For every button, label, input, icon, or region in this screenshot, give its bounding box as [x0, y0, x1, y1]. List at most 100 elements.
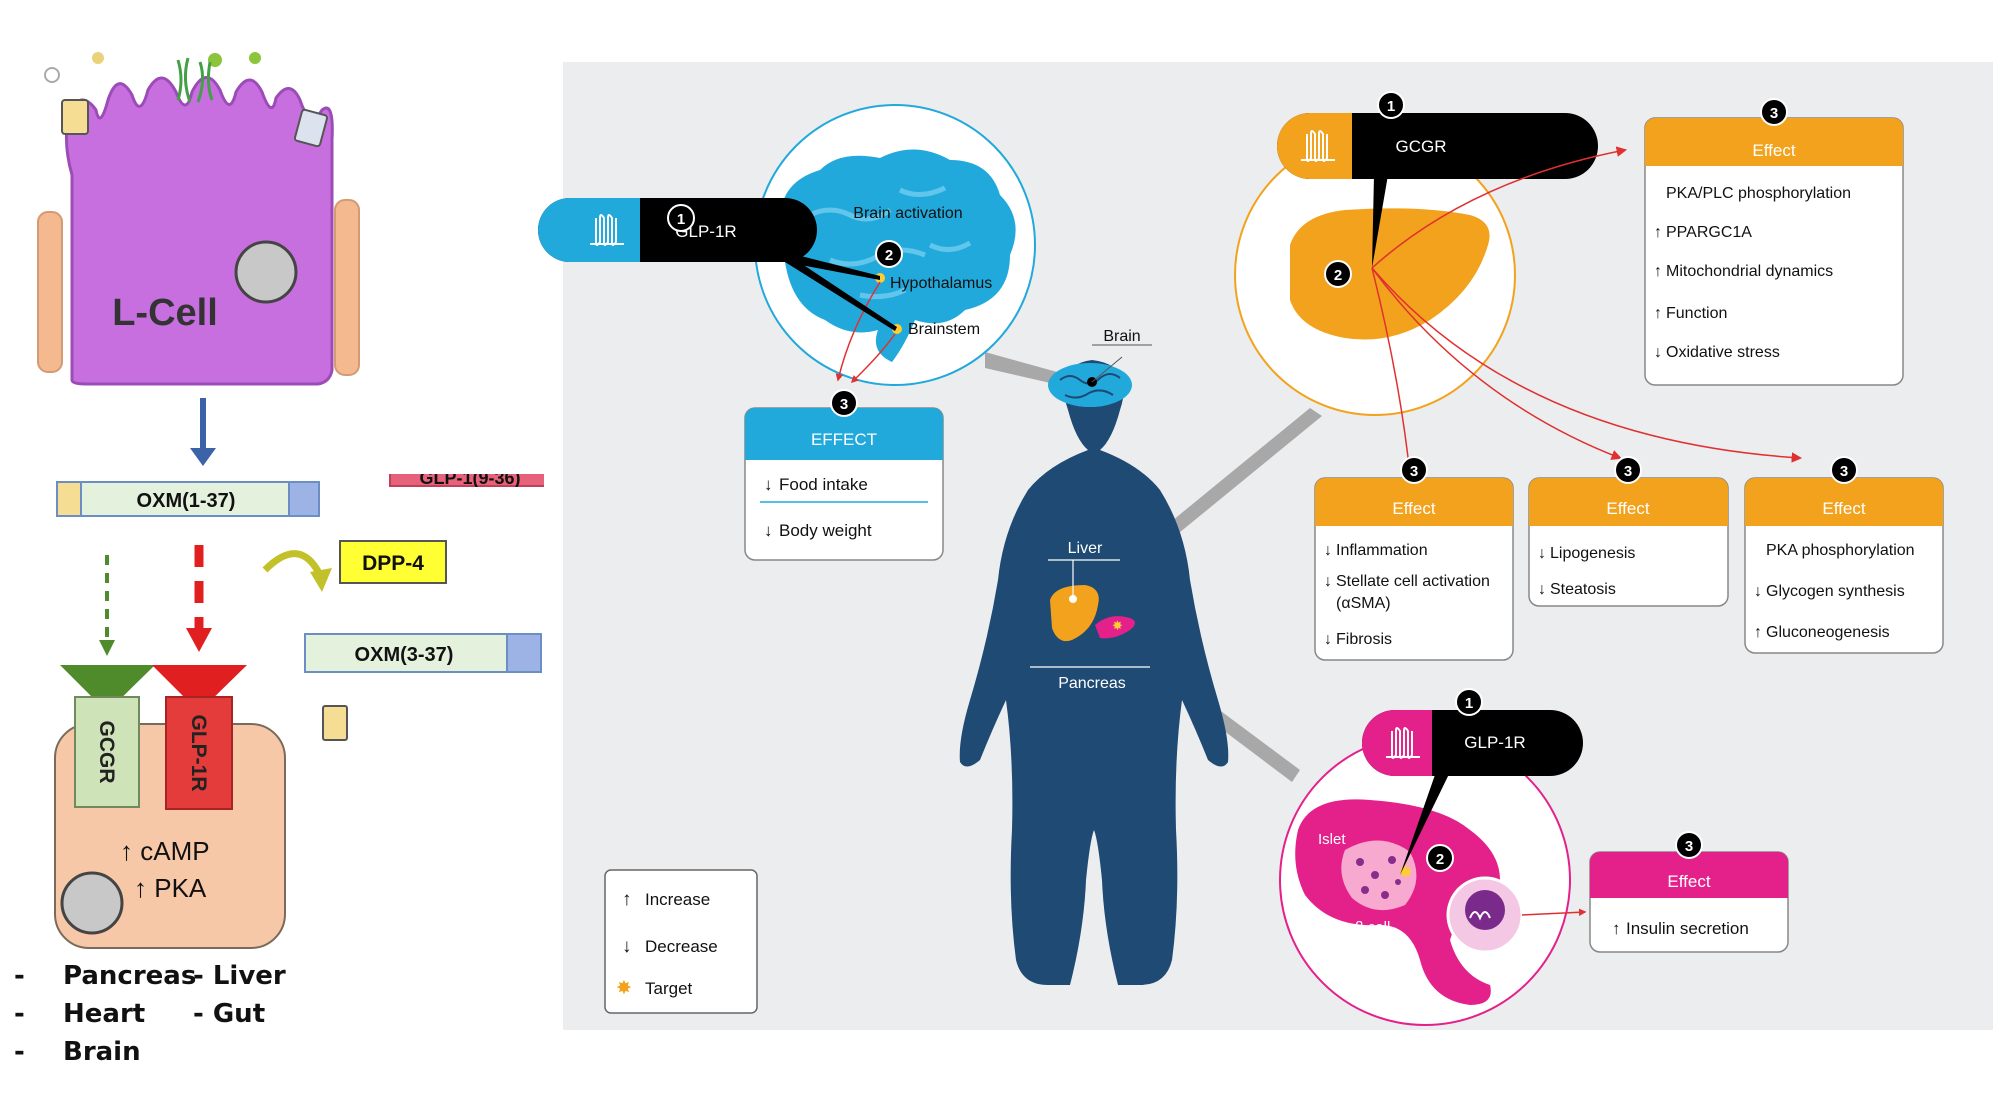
l-cell-label: L-Cell	[112, 292, 218, 334]
granule-yellow	[61, 99, 89, 135]
badge-1-text: 1	[1387, 98, 1395, 115]
effect-arrow: ↑	[1654, 305, 1662, 322]
legend-decrease-arrow: ↓	[622, 936, 632, 957]
brain-receptor-cap	[538, 198, 640, 262]
tissue-item: Pancreas	[63, 961, 197, 991]
dpp4-box	[339, 540, 447, 584]
liver-effect-a-list: ↓Inflammation↓Stellate cell activation(α…	[1324, 542, 1490, 648]
effect-item: Gluconeogenesis	[1766, 624, 1890, 641]
beta-cell-label: β cell	[1355, 919, 1390, 936]
brain-effect-header	[745, 408, 943, 460]
effect-item: Inflammation	[1336, 542, 1428, 559]
granule-dot	[208, 53, 222, 67]
tissue-dash: -	[14, 1037, 25, 1067]
brain-effect-1: Food intake	[779, 475, 868, 494]
dpp4-curved-arrow	[262, 550, 324, 577]
liver-effect-c-list: PKA phosphorylation↓Glycogen synthesis↑G…	[1754, 542, 1915, 641]
effect-item: (αSMA)	[1336, 595, 1391, 612]
badge-2	[875, 240, 903, 268]
glp1r-label: GLP-1R	[187, 714, 210, 791]
pancreas-effect-arrow: ↑	[1612, 919, 1621, 938]
pancreas-effect-arrow	[1521, 908, 1587, 917]
effect-arrow: ↓	[1324, 573, 1332, 590]
body-liver	[1050, 585, 1099, 642]
liver-effect-a-header	[1315, 478, 1513, 526]
oxm-full-bar-left-cap	[56, 481, 82, 517]
liver-effect-c-header	[1745, 478, 1943, 526]
granule-grey	[293, 108, 329, 148]
legend-target-icon: ✸	[616, 978, 632, 999]
target-cell-nucleus	[60, 871, 124, 935]
brain-pointer	[785, 252, 880, 280]
legend-increase-arrow: ↑	[622, 889, 632, 910]
liver-effect-top-title: Effect	[1752, 141, 1795, 160]
brain-effect-arrow-2: ↓	[764, 521, 773, 540]
badge-1-text: 1	[677, 211, 685, 228]
legend-box	[604, 869, 758, 1014]
glp1r-receptor-head	[152, 665, 247, 712]
badge-1	[667, 204, 695, 232]
liver-effect-b-title: Effect	[1606, 499, 1649, 518]
badge-2-text: 2	[885, 247, 893, 264]
badge-2	[1324, 260, 1352, 288]
pancreas-effect-item: Insulin secretion	[1626, 919, 1749, 938]
brain-activation-label: Brain activation	[853, 205, 962, 222]
pancreas-effect-header	[1590, 852, 1788, 898]
legend-decrease-label: Decrease	[645, 937, 718, 956]
secretion-arrow-head	[190, 448, 216, 466]
badge-3-text: 3	[1624, 463, 1632, 480]
effect-item: Lipogenesis	[1550, 545, 1635, 562]
tissue-item: Heart	[63, 999, 146, 1029]
tissue-item: - Gut	[193, 999, 266, 1029]
l-cell-body	[64, 76, 334, 386]
body-target-icon: ✸	[1112, 618, 1123, 633]
islet-label: Islet	[1318, 831, 1346, 848]
body-liver-label: Liver	[1068, 540, 1103, 557]
oxm-full-bar-right-cap	[288, 481, 320, 517]
liver-effect-arrows	[1371, 146, 1803, 478]
brain-effect-title: EFFECT	[811, 430, 877, 449]
effect-arrow: ↑	[1654, 224, 1662, 241]
brainstem-label: Brainstem	[908, 321, 980, 338]
pancreas-effect-title: Effect	[1667, 872, 1710, 891]
badge-1	[1455, 688, 1483, 716]
gcgr-dashed-arrow-head	[99, 640, 115, 656]
oxm-cleaved-bar-right-cap	[506, 633, 542, 673]
badge-3	[1614, 456, 1642, 484]
liver-effect-a-title: Effect	[1392, 499, 1435, 518]
body-pancreas	[1095, 616, 1135, 639]
receptor-coil-icon	[590, 214, 624, 246]
gcgr-receptor	[74, 696, 140, 808]
islet-cells	[1356, 856, 1401, 899]
l-cell-nucleus	[234, 240, 298, 304]
pka-label: ↑ PKA	[134, 873, 207, 903]
granule-dot	[249, 52, 261, 64]
effect-item: Stellate cell activation	[1336, 573, 1490, 590]
effect-arrow: ↑	[1654, 263, 1662, 280]
oxm-cleaved-label: OXM(3-37)	[355, 644, 454, 666]
neighbour-cell-right	[334, 199, 360, 376]
pancreas-target-icon: ✸	[1398, 862, 1413, 882]
hypothalamus-label: Hypothalamus	[890, 275, 992, 292]
badge-3	[1675, 831, 1703, 859]
liver-receptor-pill	[1277, 113, 1598, 179]
badge-3-text: 3	[840, 396, 848, 413]
effect-arrow: ↑	[1754, 624, 1762, 641]
camp-label: ↑ cAMP	[120, 836, 210, 866]
svg-text:GLP-1(9-36): GLP-1(9-36)	[419, 468, 520, 488]
effect-arrow: ↓	[1754, 583, 1762, 600]
pancreas-pointer	[1400, 772, 1450, 875]
gcgr-label: GCGR	[95, 721, 118, 784]
liver-receptor-label: GCGR	[1396, 137, 1447, 156]
effect-item: PPARGC1A	[1666, 224, 1752, 241]
pancreas-receptor-label: GLP-1R	[1464, 733, 1525, 752]
neighbour-cell-left	[37, 211, 63, 373]
badge-3-text: 3	[1410, 463, 1418, 480]
human-body	[959, 360, 1229, 985]
effect-item: Oxidative stress	[1666, 344, 1780, 361]
liver-illustration	[1290, 208, 1490, 340]
badge-2-text: 2	[1334, 267, 1342, 284]
badge-3	[1400, 456, 1428, 484]
